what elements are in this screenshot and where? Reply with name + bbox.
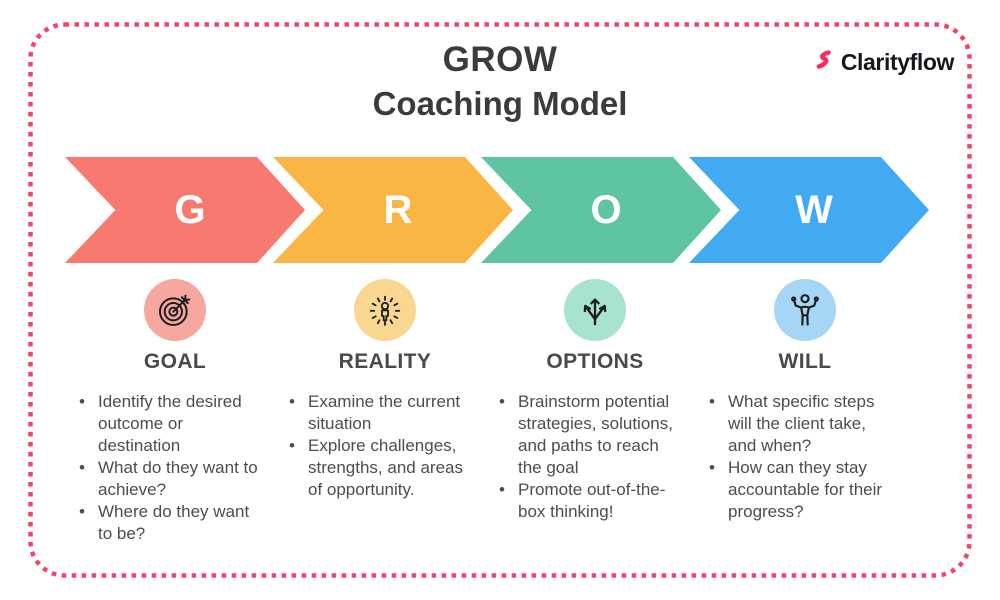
stage-column-reality: REALITY Examine the current situation Ex… bbox=[280, 279, 490, 545]
page-subtitle: Coaching Model bbox=[372, 85, 628, 123]
will-icon-badge bbox=[774, 279, 836, 341]
stage-column-options: OPTIONS Brainstorm potential strategies,… bbox=[490, 279, 700, 545]
goal-icon-badge bbox=[144, 279, 206, 341]
stage-heading-options: OPTIONS bbox=[546, 350, 644, 373]
branching-arrows-icon bbox=[583, 298, 607, 326]
arrow-reality: R bbox=[273, 157, 513, 263]
flexing-person-icon bbox=[791, 294, 819, 326]
stage-columns: GOAL Identify the desired outcome or des… bbox=[70, 279, 910, 545]
arrow-goal: G bbox=[65, 157, 305, 263]
bullet-item: Brainstorm potential strategies, solutio… bbox=[494, 391, 682, 479]
stage-column-goal: GOAL Identify the desired outcome or des… bbox=[70, 279, 280, 545]
bullet-item: Identify the desired outcome or destinat… bbox=[74, 391, 262, 457]
clarityflow-bolt-icon bbox=[816, 50, 831, 69]
arrow-letter-w: W bbox=[795, 187, 833, 232]
bullet-item: Promote out-of-the-box thinking! bbox=[494, 479, 682, 523]
target-dart-icon bbox=[159, 294, 191, 326]
stage-heading-goal: GOAL bbox=[143, 350, 207, 373]
bullet-item: How can they stay accountable for their … bbox=[704, 457, 892, 523]
arrow-letter-r: R bbox=[383, 187, 413, 232]
stage-bullets-options: Brainstorm potential strategies, solutio… bbox=[494, 391, 682, 523]
stage-heading-reality: REALITY bbox=[338, 350, 432, 373]
bullet-item: What specific steps will the client take… bbox=[704, 391, 892, 457]
arrow-letter-g: G bbox=[174, 187, 206, 232]
arrow-options: O bbox=[481, 157, 721, 263]
stage-column-will: WILL What specific steps will the client… bbox=[700, 279, 910, 545]
brand-name: Clarityflow bbox=[840, 48, 955, 75]
bullet-item: Examine the current situation bbox=[284, 391, 472, 435]
page-title: GROW bbox=[442, 40, 558, 79]
stage-bullets-goal: Identify the desired outcome or destinat… bbox=[74, 391, 262, 545]
stage-heading-will: WILL bbox=[778, 350, 832, 373]
stage-bullets-will: What specific steps will the client take… bbox=[704, 391, 892, 523]
arrow-will: W bbox=[689, 157, 929, 263]
reality-icon-badge bbox=[354, 279, 416, 341]
stage-bullets-reality: Examine the current situation Explore ch… bbox=[284, 391, 472, 501]
grow-arrow-band: G R O W bbox=[65, 157, 929, 263]
arrow-letter-o: O bbox=[590, 187, 622, 232]
title-block: GROW Coaching Model bbox=[0, 40, 1000, 123]
brand-logo: Clarityflow bbox=[810, 48, 954, 76]
options-icon-badge bbox=[564, 279, 626, 341]
bullet-item: What do they want to achieve? bbox=[74, 457, 262, 501]
person-radiating-icon bbox=[369, 295, 401, 326]
bullet-item: Where do they want to be? bbox=[74, 501, 262, 545]
bullet-item: Explore challenges, strengths, and areas… bbox=[284, 435, 472, 501]
